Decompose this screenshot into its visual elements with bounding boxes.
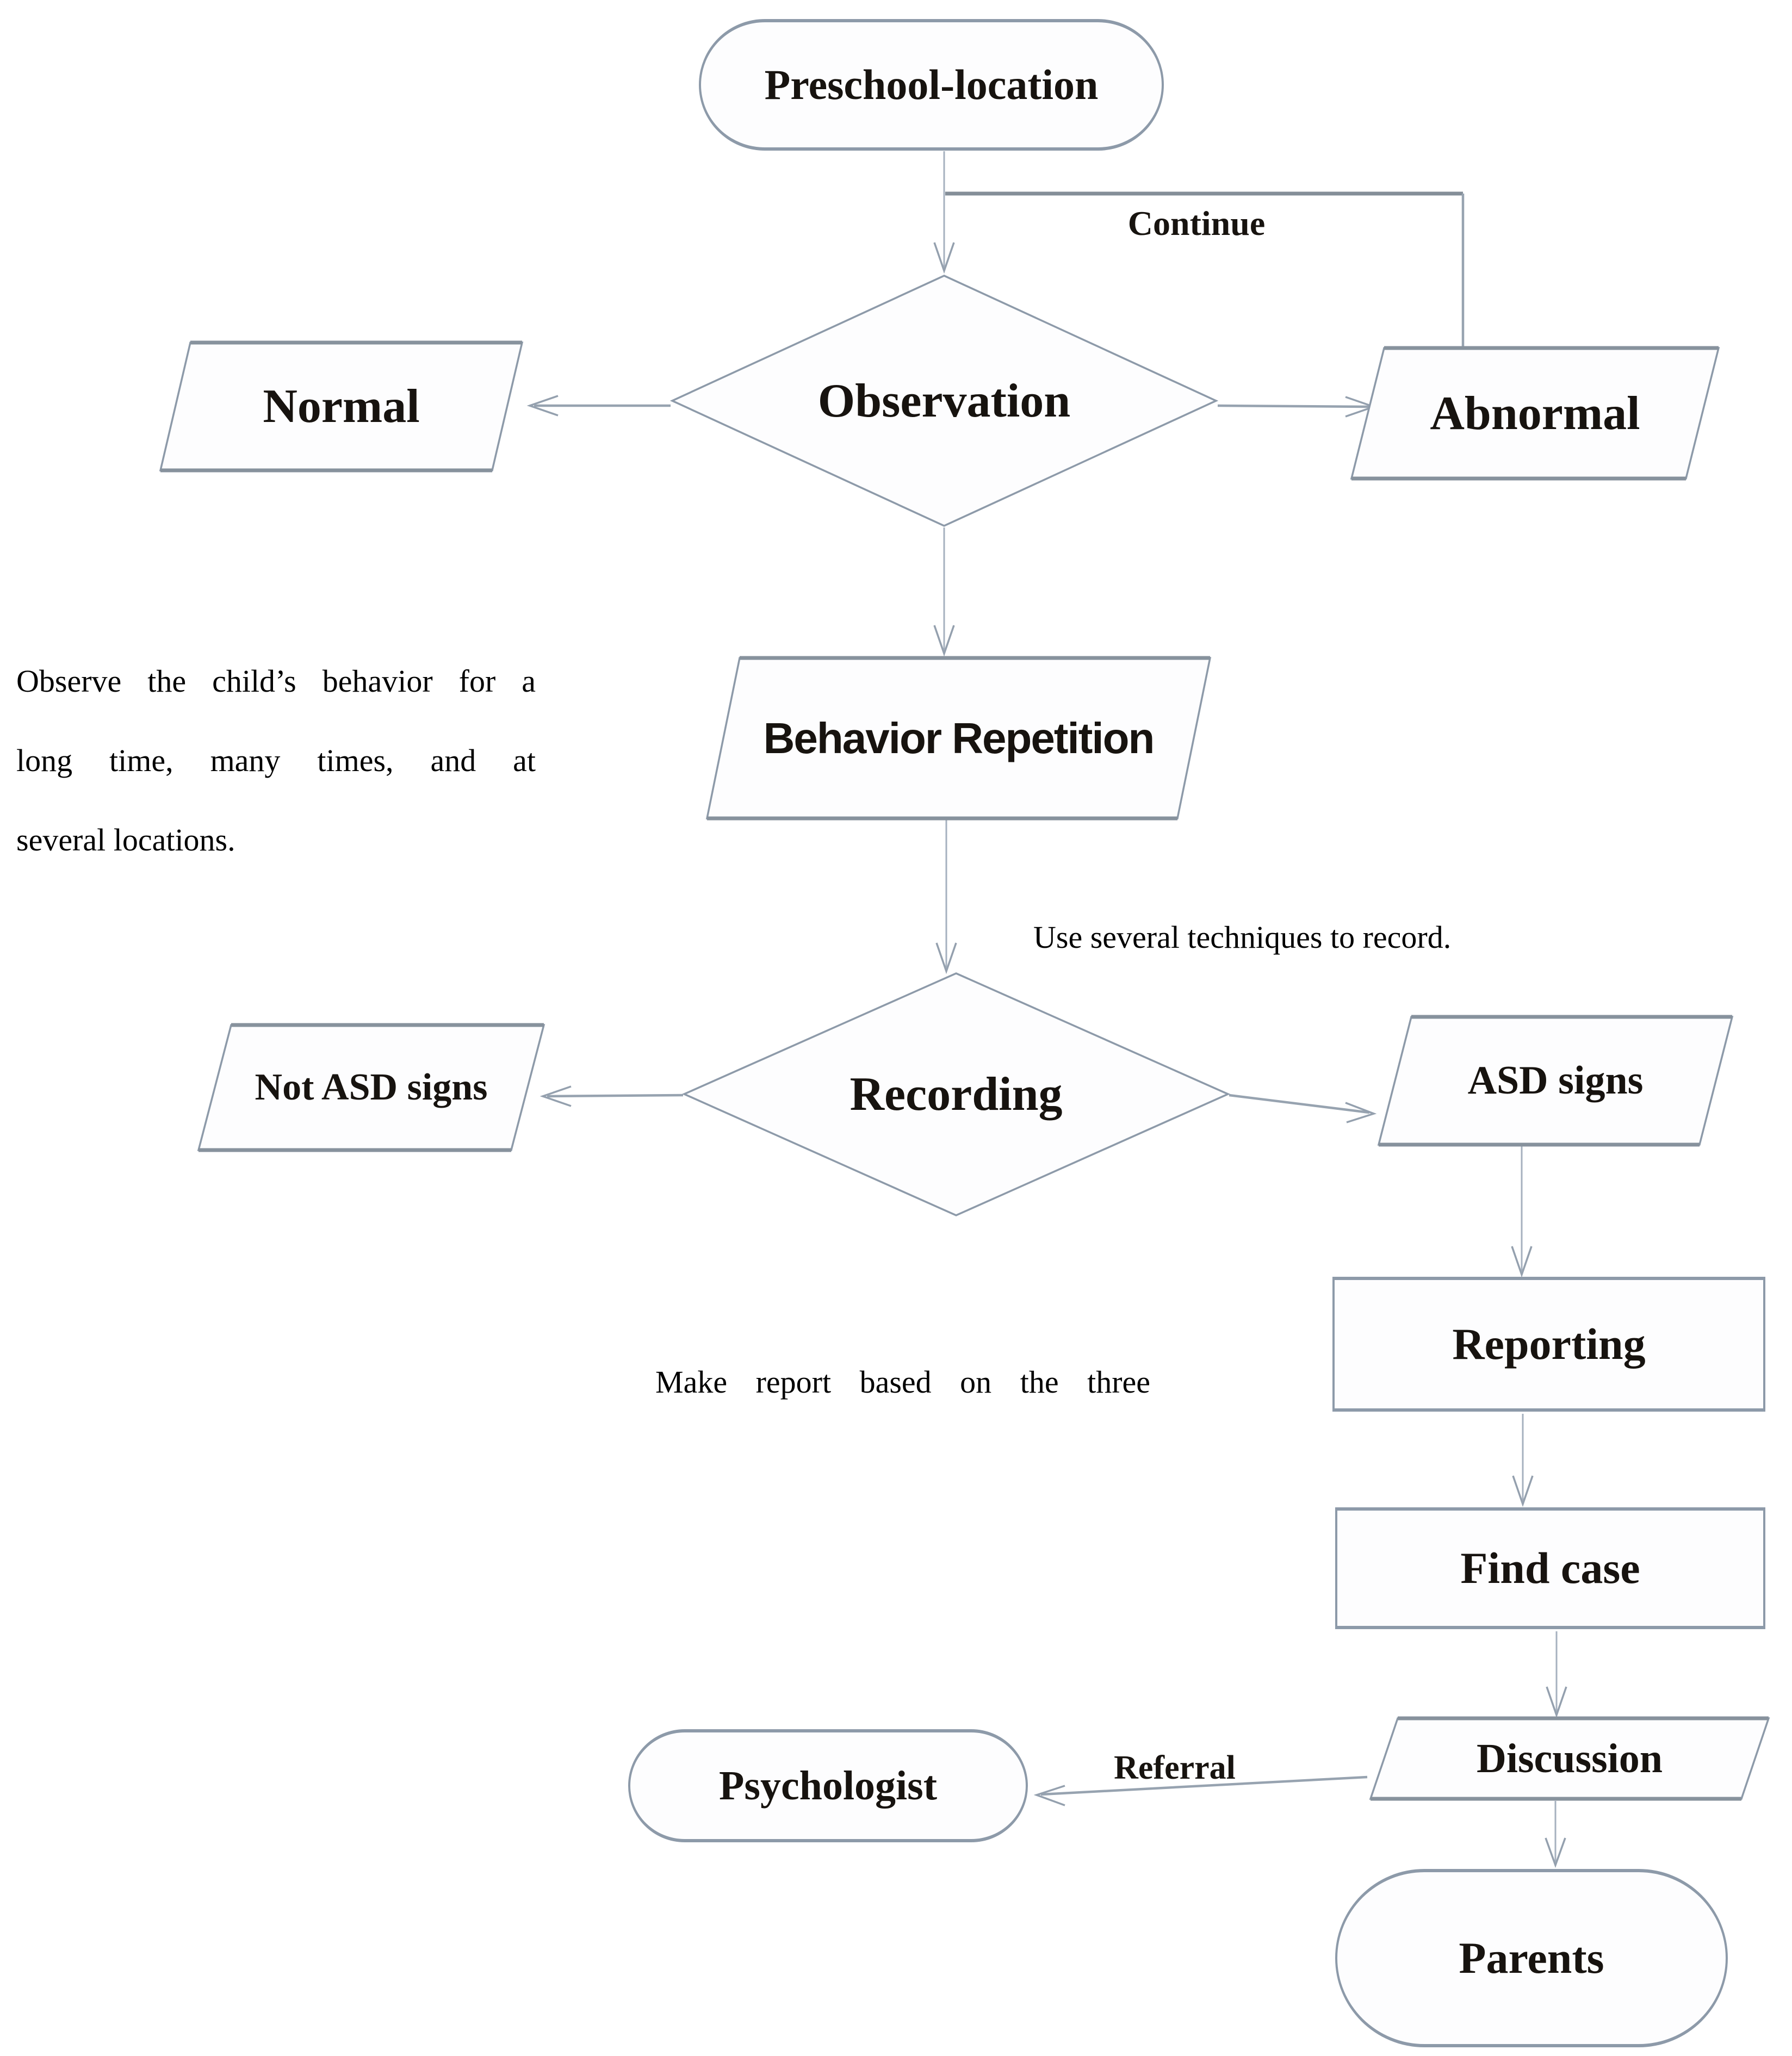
shape-abnormal-edge-accent [1351, 346, 1719, 481]
annotation-observe-note-line3: several locations. [16, 822, 235, 858]
arrowhead-findcase-top [1512, 1475, 1534, 1507]
edge-label-referral: Referral [1114, 1749, 1236, 1786]
edge-recording-asd [1229, 1094, 1370, 1114]
node-find-case-label: Find case [1460, 1543, 1640, 1593]
annotation-report-note: Make report based on the three [655, 1364, 1150, 1400]
node-recording-label: Recording [850, 1067, 1063, 1121]
node-reporting: Reporting [1332, 1277, 1765, 1412]
node-normal-label: Normal [263, 380, 420, 433]
node-preschool-location: Preschool-location [699, 19, 1164, 151]
shape-notasd-edge-accent [199, 1023, 544, 1152]
arrowhead-asd-left [1345, 1102, 1377, 1123]
node-psychologist-label: Psychologist [718, 1762, 938, 1809]
arrowhead-normal-right [526, 395, 559, 417]
node-not-asd-signs-label: Not ASD signs [255, 1066, 488, 1108]
edge-observation-abnormal [1217, 404, 1370, 408]
shape-observation-diamond [669, 275, 1219, 527]
annotation-observe-note-line1: Observe the child’s behavior for a [16, 663, 536, 699]
shape-behavior-edge-accent [707, 656, 1210, 821]
shape-discussion-edge-accent [1371, 1716, 1769, 1801]
node-reporting-label: Reporting [1452, 1319, 1646, 1369]
node-behavior-repetition-label: Behavior Repetition [763, 713, 1155, 762]
edge-label-continue: Continue [1127, 204, 1266, 243]
node-abnormal-label: Abnormal [1430, 387, 1640, 440]
edge-discussion-psychologist [1040, 1775, 1368, 1796]
arrowhead-discussion-top [1546, 1686, 1567, 1718]
node-psychologist: Psychologist [628, 1729, 1028, 1842]
annotation-observe-note-line2: long time, many times, and at [16, 743, 536, 778]
arrowhead-observation-top [933, 242, 955, 274]
node-parents-label: Parents [1459, 1933, 1604, 1983]
node-asd-signs-label: ASD signs [1467, 1058, 1644, 1103]
shape-asd-edge-accent [1379, 1015, 1732, 1147]
node-observation-label: Observation [817, 374, 1071, 427]
shape-recording-diamond [681, 972, 1231, 1216]
arrowhead-parents-top [1545, 1837, 1566, 1868]
node-parents: Parents [1335, 1869, 1728, 2047]
edge-recording-notasd [547, 1094, 684, 1098]
annotation-record-note: Use several techniques to record. [1033, 920, 1452, 955]
arrowhead-notasd-right [540, 1085, 572, 1107]
arrowhead-psychologist-right [1033, 1785, 1065, 1806]
arrowhead-recording-top [935, 942, 957, 974]
annotation-observe-note: Observe the child’s behavior for a long … [16, 642, 536, 880]
node-preschool-location-label: Preschool-location [764, 61, 1099, 108]
shape-normal-edge-accent [160, 340, 522, 473]
node-discussion-label: Discussion [1476, 1735, 1663, 1781]
arrowhead-reporting-top [1511, 1246, 1533, 1278]
arrowhead-behavior-top [933, 625, 955, 657]
node-find-case: Find case [1335, 1507, 1765, 1629]
